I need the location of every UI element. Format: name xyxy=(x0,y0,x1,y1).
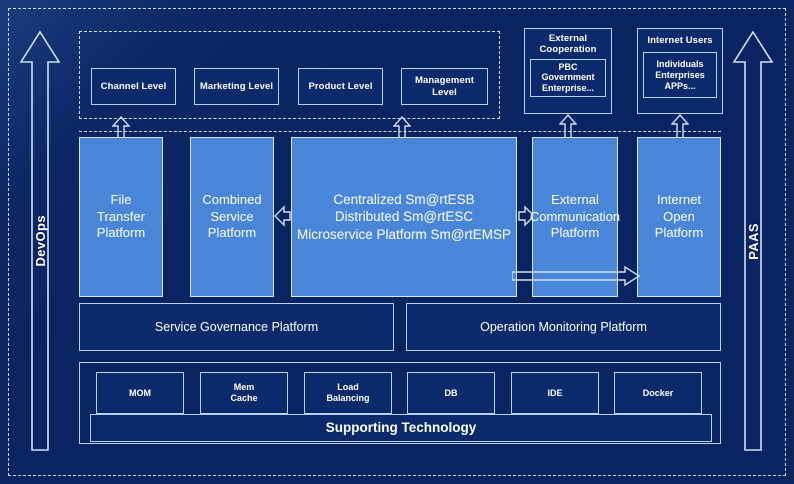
platform-label-line-2: Open xyxy=(663,208,695,224)
level-box-product[interactable]: Product Level xyxy=(298,68,383,105)
management-operation-monitoring[interactable]: Operation Monitoring Platform xyxy=(406,303,721,351)
arrow-core-to-external-comm xyxy=(518,205,535,227)
title-line-2: Cooperation xyxy=(539,44,597,56)
up-arrow-external-cooperation xyxy=(559,114,577,139)
platform-file-transfer[interactable]: File Transfer Platform xyxy=(79,137,163,297)
level-box-marketing[interactable]: Marketing Level xyxy=(194,68,279,105)
tech-label-line-1: Docker xyxy=(642,387,674,398)
inner-line-2: Enterprise... xyxy=(541,83,595,94)
management-service-governance[interactable]: Service Governance Platform xyxy=(79,303,394,351)
tech-label-line-1: Mem xyxy=(233,382,255,393)
inner-line-2: Enterprises xyxy=(655,69,705,80)
platform-label-line-3: Platform xyxy=(550,225,600,241)
platform-label-line-3: Microservice Platform Sm@rtEMSP xyxy=(297,226,511,242)
platform-label-line-2: Service xyxy=(210,208,254,224)
title-line-1: External xyxy=(548,33,588,44)
technology-layer-container xyxy=(79,362,721,444)
platform-label-line-1: File xyxy=(110,192,132,208)
management-label: Service Governance Platform xyxy=(154,319,319,334)
platform-label-line-1: External xyxy=(551,192,599,208)
level-box-channel[interactable]: Channel Level xyxy=(91,68,176,105)
level-box-management[interactable]: Management Level xyxy=(401,68,488,105)
platform-label-line-3: Platform xyxy=(96,225,146,241)
tech-box-db[interactable]: DB xyxy=(407,372,495,414)
consumer-platform-dashed-connector xyxy=(79,131,721,132)
tech-box-mem-cache[interactable]: Mem Cache xyxy=(200,372,288,414)
inner-line-3: APPs... xyxy=(664,80,696,91)
paas-label: PAAS xyxy=(745,222,761,260)
up-arrow-channel xyxy=(112,116,130,139)
platform-label-line-2: Communication xyxy=(529,208,621,224)
internet-users-inner: Individuals Enterprises APPs... xyxy=(643,52,717,99)
tech-box-mom[interactable]: MOM xyxy=(96,372,184,414)
up-arrow-management xyxy=(393,116,411,139)
tech-box-load-balancing[interactable]: Load Balancing xyxy=(304,372,392,414)
supporting-technology-banner[interactable]: Supporting Technology xyxy=(90,414,712,442)
platform-label-line-1: Combined xyxy=(202,192,262,208)
devops-label: DevOps xyxy=(32,215,48,267)
tech-label-line-1: Load xyxy=(337,382,359,393)
platform-label-line-1: Centralized Sm@rtESB xyxy=(333,192,475,208)
platform-label-line-3: Platform xyxy=(207,225,257,241)
paas-rail-arrow: PAAS xyxy=(731,29,775,453)
inner-line-1: PBC Government xyxy=(541,61,595,83)
up-arrow-internet-users xyxy=(671,114,689,139)
inner-line-1: Individuals xyxy=(656,59,704,70)
platform-combined-service[interactable]: Combined Service Platform xyxy=(190,137,274,297)
platform-label-line-3: Platform xyxy=(654,225,704,241)
tech-label-line-2: Balancing xyxy=(326,393,370,403)
management-label: Operation Monitoring Platform xyxy=(480,319,647,334)
platform-label-line-2: Distributed Sm@rtESC xyxy=(334,209,474,225)
platform-internet-open[interactable]: Internet Open Platform xyxy=(637,137,721,297)
tech-label-line-1: DB xyxy=(444,387,458,398)
arrow-core-to-internet-open xyxy=(512,266,640,286)
tech-label-line-1: MOM xyxy=(129,387,151,398)
tech-box-docker[interactable]: Docker xyxy=(614,372,702,414)
tech-label-line-1: IDE xyxy=(547,387,563,398)
devops-rail-arrow: DevOps xyxy=(18,29,62,453)
platform-core-bus[interactable]: Centralized Sm@rtESB Distributed Sm@rtES… xyxy=(291,137,517,297)
level-label: Channel Level xyxy=(100,80,167,92)
platform-label-line-2: Transfer xyxy=(97,208,145,224)
external-cooperation-inner: PBC Government Enterprise... xyxy=(530,58,606,97)
internet-users-title: Internet Users xyxy=(647,35,713,46)
platform-label-line-1: Internet xyxy=(656,192,702,208)
platform-external-communication[interactable]: External Communication Platform xyxy=(529,137,621,297)
supporting-technology-label: Supporting Technology xyxy=(325,420,477,436)
tech-label-line-2: Cache xyxy=(230,393,258,403)
internet-users-box[interactable]: Internet Users Individuals Enterprises A… xyxy=(637,28,723,114)
level-label: Product Level xyxy=(308,80,373,92)
arrow-core-to-combined xyxy=(274,205,291,227)
external-cooperation-box[interactable]: External Cooperation PBC Government Ente… xyxy=(524,28,612,114)
level-label: Management Level xyxy=(414,75,475,98)
tech-box-ide[interactable]: IDE xyxy=(511,372,599,414)
level-label: Marketing Level xyxy=(199,80,274,92)
external-cooperation-title: External Cooperation xyxy=(539,33,596,56)
